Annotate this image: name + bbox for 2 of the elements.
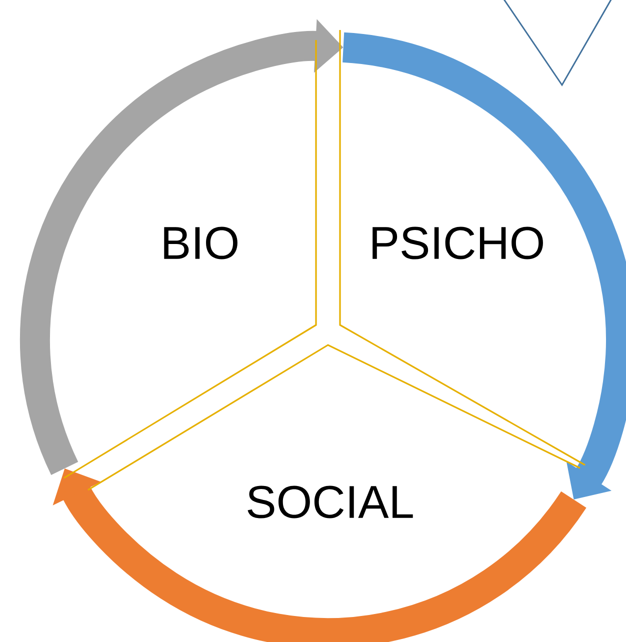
- sector: PSICHO: [339, 30, 586, 466]
- sector: BIO: [64, 40, 317, 479]
